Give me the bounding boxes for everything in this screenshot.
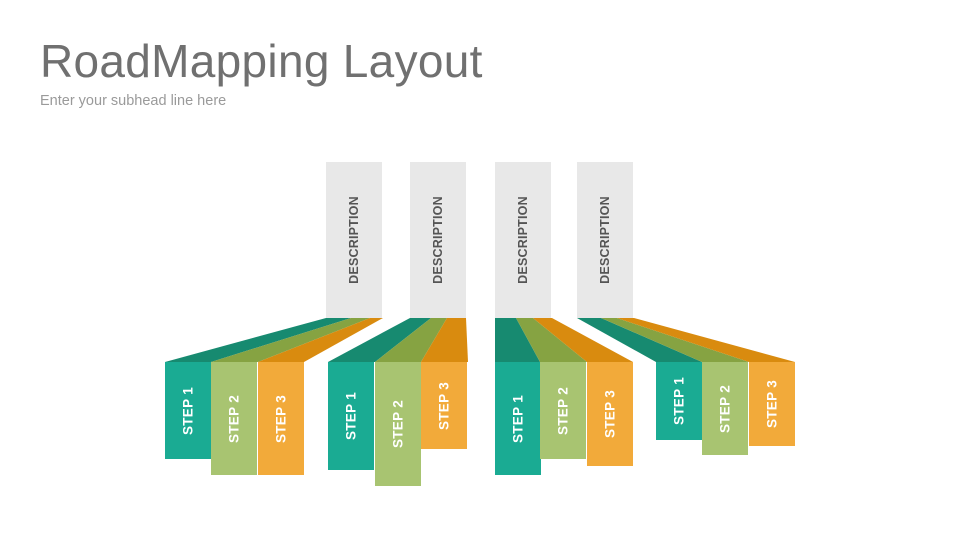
description-label: DESCRIPTION [431,196,445,284]
step-label: STEP 1 [671,376,687,426]
step-tab-g4-s2: STEP 2 [702,362,748,455]
ribbon-g3-s1 [495,318,540,362]
ribbon-g2-s2 [375,318,447,362]
step-label: STEP 2 [226,394,242,443]
description-label: DESCRIPTION [516,196,530,284]
ribbon-g4-s1 [577,318,702,362]
step-label: STEP 3 [273,394,289,443]
step-label: STEP 1 [510,394,526,443]
step-tab-g1-s2: STEP 2 [211,362,257,475]
step-label: STEP 1 [180,386,196,435]
page-title: RoadMapping Layout [40,35,483,87]
description-card-3: DESCRIPTION [495,162,551,318]
ribbon-g1-s3 [258,318,383,362]
ribbon-g2-s3 [421,318,468,362]
description-card-1: DESCRIPTION [326,162,382,318]
step-tab-g3-s2: STEP 2 [540,362,586,459]
ribbon-g3-s2 [516,318,587,362]
page-subtitle: Enter your subhead line here [40,93,227,109]
step-tab-g2-s1: STEP 1 [328,362,374,470]
step-tab-g2-s3: STEP 3 [421,362,467,449]
step-tab-g1-s3: STEP 3 [258,362,304,475]
step-label: STEP 3 [764,379,780,429]
step-tab-g1-s1: STEP 1 [165,362,211,459]
description-card-4: DESCRIPTION [577,162,633,318]
step-label: STEP 3 [602,389,618,439]
description-card-2: DESCRIPTION [410,162,466,318]
step-tab-g4-s1: STEP 1 [656,362,702,440]
step-tab-g4-s3: STEP 3 [749,362,795,446]
ribbon-g2-s1 [328,318,431,362]
step-tab-g3-s1: STEP 1 [495,362,541,475]
step-tab-g3-s3: STEP 3 [587,362,633,466]
ribbon-g4-s3 [617,318,795,362]
step-label: STEP 3 [436,381,452,430]
ribbon-g3-s3 [533,318,633,362]
description-label: DESCRIPTION [598,196,612,284]
step-label: STEP 1 [343,391,359,441]
step-label: STEP 2 [717,384,733,433]
ribbon-g1-s1 [165,318,351,362]
step-tab-g2-s2: STEP 2 [375,362,421,486]
description-label: DESCRIPTION [347,196,361,284]
step-label: STEP 2 [390,399,406,449]
step-label: STEP 2 [555,386,571,435]
ribbon-g4-s2 [601,318,749,362]
ribbon-g1-s2 [211,318,370,362]
